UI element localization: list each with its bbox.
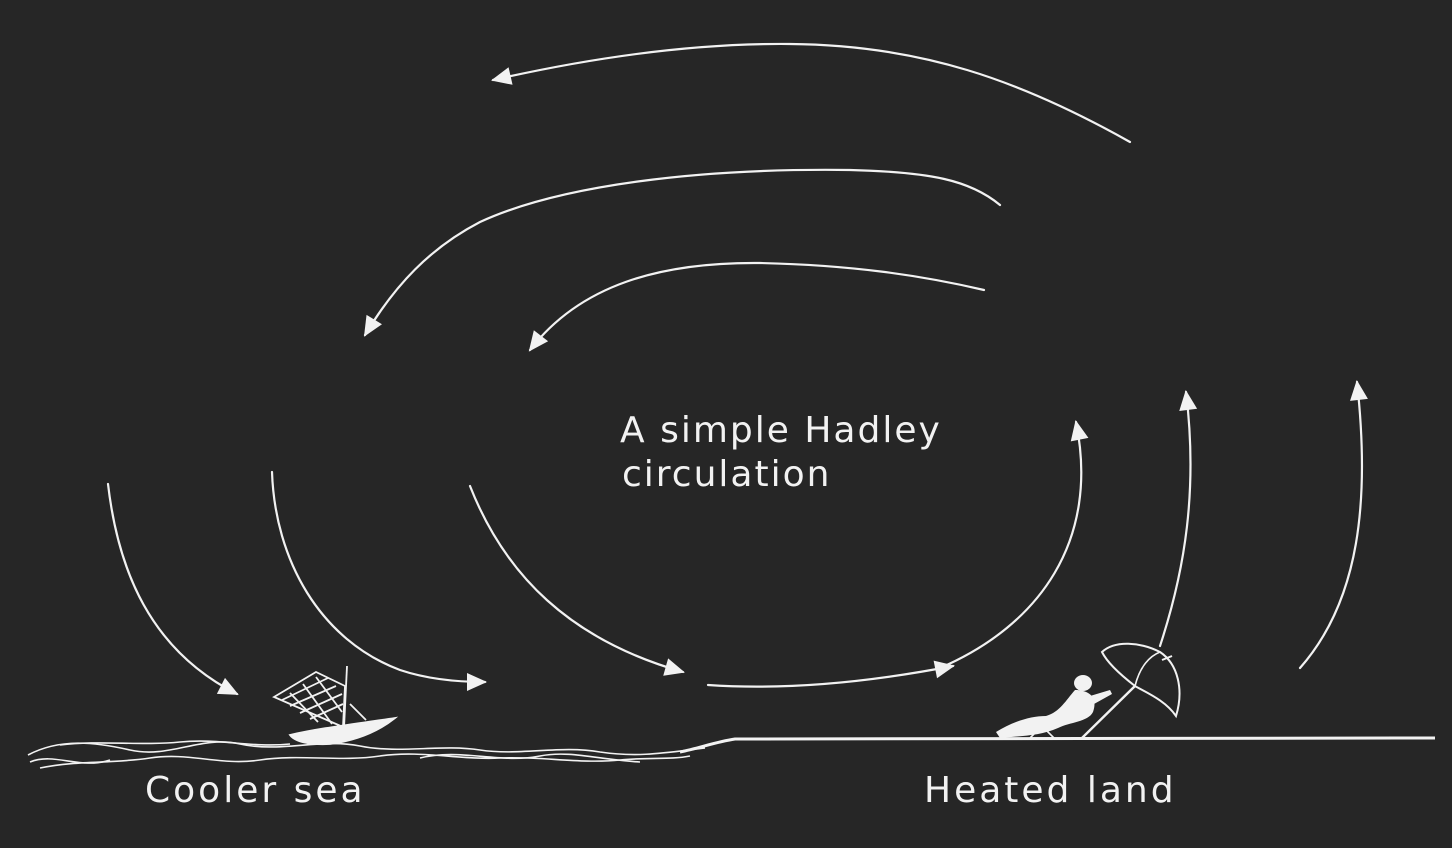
- beach-umbrella-icon: [1081, 642, 1181, 739]
- descending-arrow-middle: [270, 470, 487, 691]
- rising-arrow-middle: [1158, 390, 1198, 648]
- upper-return-arrow-inner: [528, 261, 986, 352]
- land-surface: [679, 736, 1436, 754]
- sea-waves: [27, 740, 706, 769]
- descending-arrow-left: [106, 482, 239, 696]
- upper-return-arrow-middle: [363, 168, 1002, 337]
- sailboat-icon: [272, 665, 399, 746]
- diagram-title-line-2: circulation: [622, 454, 832, 495]
- inner-loop-arrow-descending: [468, 484, 685, 676]
- sunbather-icon: [996, 675, 1112, 739]
- diagram-title-line-1: A simple Hadley: [620, 410, 942, 451]
- surface-sea-breeze-arrow: [706, 660, 955, 688]
- heated-land-label: Heated land: [924, 770, 1177, 811]
- inner-loop-arrow-rising: [938, 420, 1089, 670]
- cooler-sea-label: Cooler sea: [145, 770, 366, 811]
- upper-return-arrow-outer: [491, 42, 1132, 144]
- rising-arrow-right: [1298, 380, 1368, 670]
